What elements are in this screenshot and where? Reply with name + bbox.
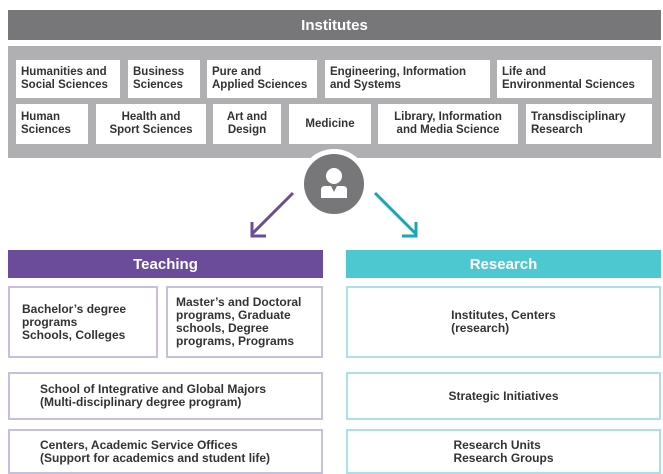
- arrow-to-research: [373, 191, 418, 238]
- research-units-groups-box: Research Units Research Groups: [346, 429, 661, 474]
- research-strategic-initiatives-box: Strategic Initiatives: [346, 372, 661, 420]
- teaching-bachelor-box: Bachelor’s degree programs Schools, Coll…: [8, 286, 158, 358]
- institute-library-information-media-science: Library, Information and Media Science: [378, 104, 518, 144]
- institutes-title: Institutes: [301, 16, 368, 34]
- institute-health-sport-sciences: Health and Sport Sciences: [96, 104, 206, 144]
- institute-art-design: Art and Design: [213, 104, 281, 144]
- institute-business-sciences: Business Sciences: [128, 60, 200, 98]
- teaching-graduate-box: Master’s and Doctoral programs, Graduate…: [166, 286, 323, 358]
- avatar: [304, 154, 364, 214]
- institute-engineering-information-systems: Engineering, Information and Systems: [325, 60, 490, 98]
- teaching-header: Teaching: [8, 250, 323, 278]
- institute-transdisciplinary-research: Transdisciplinary Research: [526, 104, 652, 144]
- research-title: Research: [469, 255, 538, 273]
- institute-medicine: Medicine: [289, 104, 371, 144]
- institute-pure-applied-sciences: Pure and Applied Sciences: [207, 60, 317, 98]
- person-icon: [321, 168, 347, 198]
- arrow-to-teaching: [250, 191, 295, 238]
- institute-humanities-social-sciences: Humanities and Social Sciences: [16, 60, 120, 98]
- institute-life-environmental-sciences: Life and Environmental Sciences: [497, 60, 652, 98]
- institute-human-sciences: Human Sciences: [16, 104, 88, 144]
- teaching-integrative-global-majors-box: School of Integrative and Global Majors …: [8, 372, 323, 420]
- research-institutes-centers-box: Institutes, Centers (research): [346, 286, 661, 358]
- institutes-header: Institutes: [8, 10, 661, 40]
- teaching-centers-offices-box: Centers, Academic Service Offices (Suppo…: [8, 429, 323, 474]
- teaching-title: Teaching: [133, 255, 198, 273]
- research-header: Research: [346, 250, 661, 278]
